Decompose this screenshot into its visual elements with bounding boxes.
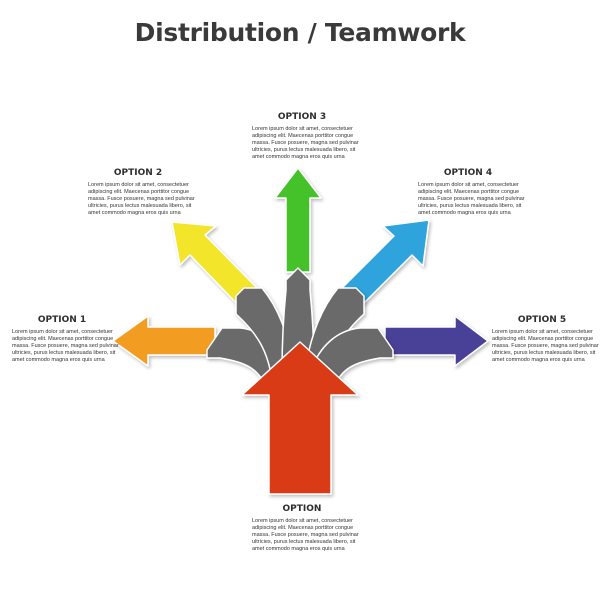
description-line: amet commodo magna eros quis urna <box>12 357 105 363</box>
main-arrow <box>241 341 359 495</box>
description-line: massa. Fusce posuere, magna sed pulvinar <box>252 532 359 538</box>
option-3-heading: OPTION 3 <box>277 112 327 122</box>
description-line: amet commodo magna eros quis urna <box>418 210 511 216</box>
page-title: Distribution / Teamwork <box>134 18 466 47</box>
description-line: ultricies, purus lectus malesuada libero… <box>418 203 522 209</box>
description-line: Lorem ipsum dolor sit amet, consectetuer <box>12 329 113 335</box>
option-2-arrow <box>171 221 258 310</box>
option-1-arrow <box>112 315 216 367</box>
option-5-description: Lorem ipsum dolor sit amet, consectetuer… <box>492 329 599 364</box>
option-4-description: Lorem ipsum dolor sit amet, consectetuer… <box>418 182 525 217</box>
description-line: adipiscing elit. Maecenas porttitor cong… <box>418 189 520 195</box>
option-5-heading: OPTION 5 <box>517 315 567 325</box>
description-line: Lorem ipsum dolor sit amet, consectetuer <box>252 126 353 132</box>
description-line: amet commodo magna eros quis urna <box>252 154 345 160</box>
description-line: massa. Fusce posuere, magna sed pulvinar <box>418 196 525 202</box>
option-2-heading: OPTION 2 <box>113 168 163 178</box>
description-line: ultricies, purus lectus malesuada libero… <box>88 203 192 209</box>
description-line: Lorem ipsum dolor sit amet, consectetuer <box>492 329 593 335</box>
description-line: amet commodo magna eros quis urna <box>252 546 345 552</box>
option-3-text: OPTION 3 Lorem ipsum dolor sit amet, con… <box>252 112 359 161</box>
description-line: ultricies, purus lectus malesuada libero… <box>12 350 116 356</box>
description-line: adipiscing elit. Maecenas porttitor cong… <box>492 336 594 342</box>
main-option-heading: OPTION <box>282 504 322 514</box>
description-line: amet commodo magna eros quis urna <box>88 210 181 216</box>
description-line: ultricies, purus lectus malesuada libero… <box>492 350 596 356</box>
option-1-heading: OPTION 1 <box>37 315 87 325</box>
description-line: amet commodo magna eros quis urna <box>492 357 585 363</box>
option-5-arrow <box>384 315 489 367</box>
main-option-text: OPTION Lorem ipsum dolor sit amet, conse… <box>252 504 359 553</box>
description-line: Lorem ipsum dolor sit amet, consectetuer <box>88 182 189 188</box>
option-3-arrow <box>274 167 322 273</box>
description-line: massa. Fusce posuere, magna sed pulvinar <box>492 343 599 349</box>
option-5-text: OPTION 5 Lorem ipsum dolor sit amet, con… <box>492 315 599 364</box>
option-3-description: Lorem ipsum dolor sit amet, consectetuer… <box>252 126 359 161</box>
description-line: Lorem ipsum dolor sit amet, consectetuer <box>418 182 519 188</box>
option-1-description: Lorem ipsum dolor sit amet, consectetuer… <box>12 329 119 364</box>
description-line: adipiscing elit. Maecenas porttitor cong… <box>252 525 354 531</box>
option-4-arrow <box>341 219 430 308</box>
option-2-description: Lorem ipsum dolor sit amet, consectetuer… <box>88 182 195 217</box>
main-option-description: Lorem ipsum dolor sit amet, consectetuer… <box>252 518 359 553</box>
description-line: ultricies, purus lectus malesuada libero… <box>252 147 356 153</box>
description-line: ultricies, purus lectus malesuada libero… <box>252 539 356 545</box>
description-line: massa. Fusce posuere, magna sed pulvinar <box>252 140 359 146</box>
description-line: adipiscing elit. Maecenas porttitor cong… <box>88 189 190 195</box>
description-line: massa. Fusce posuere, magna sed pulvinar <box>12 343 119 349</box>
description-line: adipiscing elit. Maecenas porttitor cong… <box>12 336 114 342</box>
description-line: Lorem ipsum dolor sit amet, consectetuer <box>252 518 353 524</box>
option-4-text: OPTION 4 Lorem ipsum dolor sit amet, con… <box>418 168 525 217</box>
option-1-text: OPTION 1 Lorem ipsum dolor sit amet, con… <box>12 315 119 364</box>
description-line: massa. Fusce posuere, magna sed pulvinar <box>88 196 195 202</box>
option-4-heading: OPTION 4 <box>443 168 493 178</box>
description-line: adipiscing elit. Maecenas porttitor cong… <box>252 133 354 139</box>
option-2-text: OPTION 2 Lorem ipsum dolor sit amet, con… <box>88 168 195 217</box>
